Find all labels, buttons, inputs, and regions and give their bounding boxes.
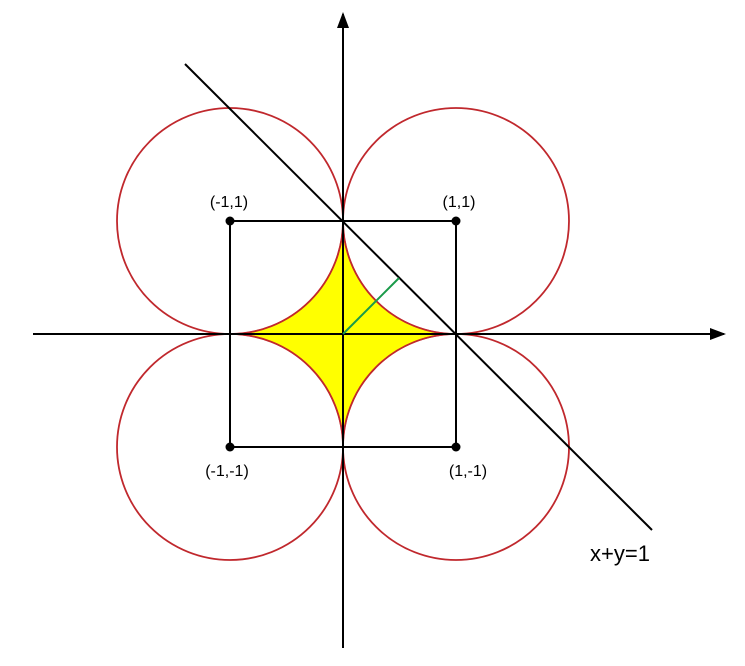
vertex-points — [225, 216, 461, 452]
label-top-right: (1,1) — [443, 194, 476, 211]
point-top-left — [225, 216, 235, 226]
label-bottom-right: (1,-1) — [449, 463, 487, 480]
label-top-left: (-1,1) — [210, 194, 248, 211]
point-bottom-right — [451, 442, 461, 452]
perpendicular-segment — [342, 277, 400, 335]
line-x-plus-y-equals-1 — [184, 63, 653, 531]
point-top-right — [451, 216, 461, 226]
point-bottom-left — [225, 442, 235, 452]
label-bottom-left: (-1,-1) — [205, 463, 249, 480]
line-equation-label: x+y=1 — [590, 541, 650, 566]
